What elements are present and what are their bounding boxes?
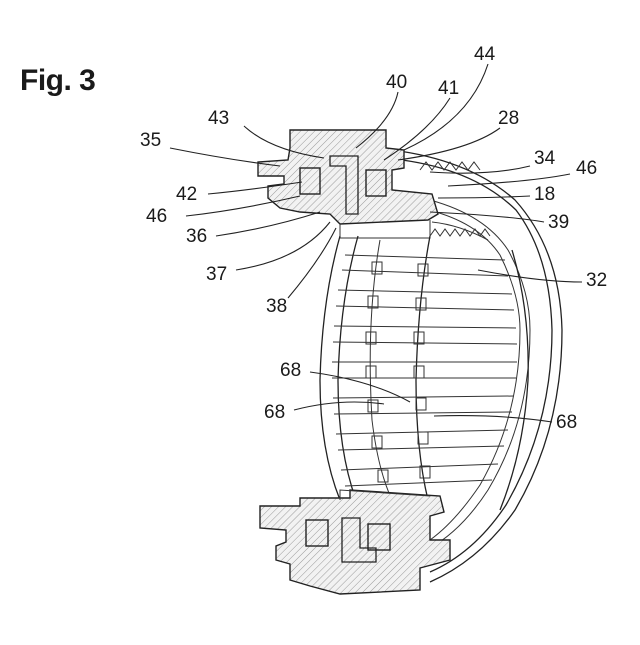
label-46-right: 46 bbox=[576, 158, 597, 179]
bottom-section bbox=[260, 490, 450, 594]
label-37: 37 bbox=[206, 264, 227, 285]
label-68-right: 68 bbox=[556, 412, 577, 433]
label-42: 42 bbox=[176, 184, 197, 205]
label-44: 44 bbox=[474, 44, 496, 65]
figure-title: Fig. 3 bbox=[20, 64, 95, 98]
label-32: 32 bbox=[586, 270, 607, 291]
roller-rows bbox=[332, 255, 517, 486]
label-34: 34 bbox=[534, 148, 556, 169]
label-68-left: 68 bbox=[264, 402, 285, 423]
label-39: 39 bbox=[548, 212, 569, 233]
label-28: 28 bbox=[498, 108, 519, 129]
label-38: 38 bbox=[266, 296, 287, 317]
label-18: 18 bbox=[534, 184, 555, 205]
label-36: 36 bbox=[186, 226, 207, 247]
label-40: 40 bbox=[386, 72, 407, 93]
label-43: 43 bbox=[208, 108, 229, 129]
label-68-top: 68 bbox=[280, 360, 301, 381]
label-35: 35 bbox=[140, 130, 161, 151]
label-46-left: 46 bbox=[146, 206, 167, 227]
label-41: 41 bbox=[438, 78, 459, 99]
